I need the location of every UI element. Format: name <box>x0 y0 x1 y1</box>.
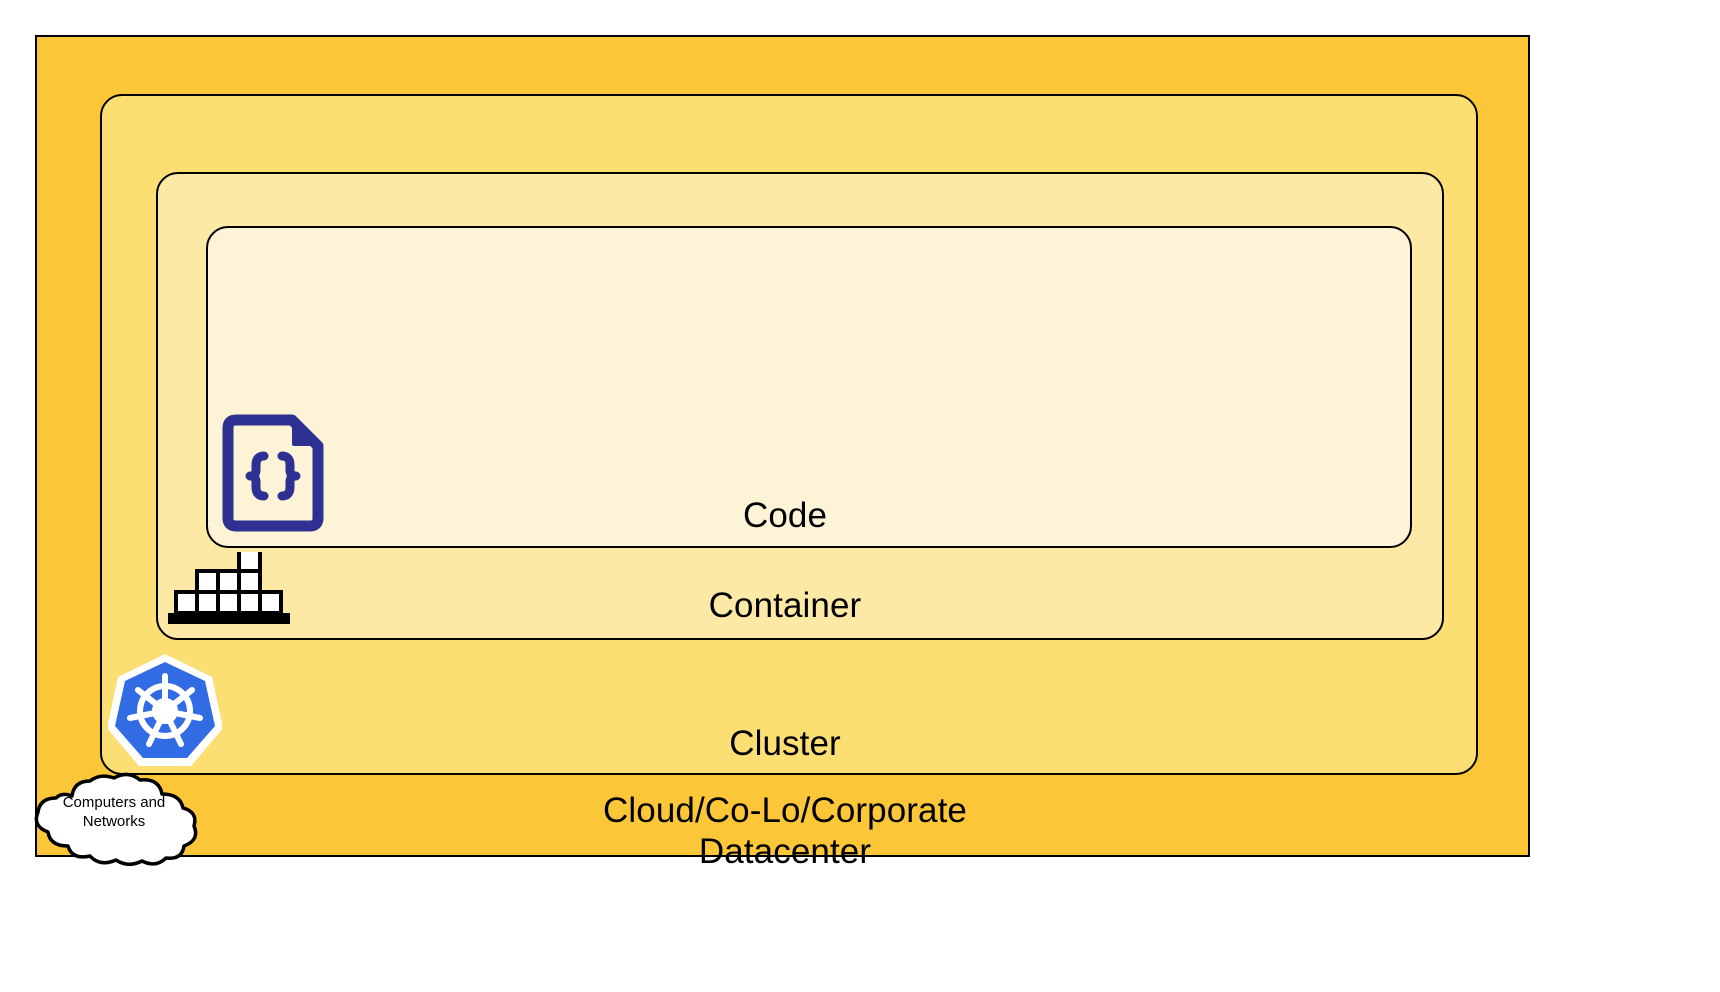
layer-container[interactable] <box>156 172 1444 640</box>
computers-and-networks-callout[interactable]: Computers and Networks <box>28 772 200 866</box>
layer-code[interactable] <box>206 226 1412 548</box>
container-boxes-icon <box>168 552 290 624</box>
layer-label-datacenter: Cloud/Co-Lo/Corporate Datacenter <box>603 791 967 872</box>
layer-label-container: Container <box>708 586 862 625</box>
layer-datacenter[interactable] <box>35 35 1530 857</box>
code-document-icon <box>222 414 324 532</box>
layer-cluster[interactable] <box>100 94 1478 775</box>
layer-label-code: Code <box>742 496 828 535</box>
kubernetes-icon <box>108 654 222 766</box>
layer-label-cluster: Cluster <box>729 724 841 763</box>
cloud-shape-icon <box>34 772 198 866</box>
